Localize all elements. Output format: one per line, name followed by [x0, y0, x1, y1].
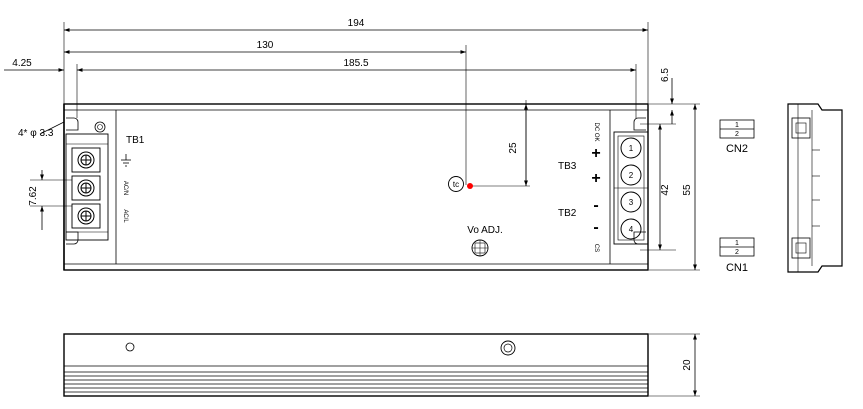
acl-label: AC/L: [122, 209, 128, 223]
dimension-labels: 194 130 185.5 4.25 6.5 25 42 55 7.62 20: [12, 18, 693, 371]
tc-label: tc: [453, 180, 459, 189]
plus-sign-2: +: [591, 170, 600, 187]
tc-measurement-point: [467, 183, 473, 189]
component-labels: 4* φ 3.3 TB1 AC/N AC/L tc Vo ADJ. TB3 TB…: [18, 122, 748, 274]
cn1-pin-1: 1: [735, 240, 739, 247]
top-view-dimensions: [4, 28, 697, 270]
dim-terminal-pitch: 7.62: [28, 186, 39, 206]
ground-icon: [121, 154, 131, 167]
tb1-label: TB1: [126, 135, 145, 146]
dim-top-offset: 6.5: [660, 68, 671, 82]
cn2-label: CN2: [726, 143, 748, 155]
dim-edge-offset: 4.25: [12, 58, 32, 69]
acn-label: AC/N: [122, 181, 128, 195]
dim-height: 20: [682, 359, 693, 371]
terminal-2-label: 2: [629, 171, 634, 180]
dim-tc-depth: 25: [508, 142, 519, 154]
dim-hole-span: 42: [660, 184, 671, 196]
cn1-label: CN1: [726, 262, 748, 274]
cs-label: CS: [593, 244, 599, 252]
plus-sign-1: +: [591, 145, 600, 162]
terminal-3-label: 3: [629, 198, 634, 207]
tb2-label: TB2: [558, 208, 577, 219]
tb3-label: TB3: [558, 161, 577, 172]
minus-sign-1: -: [593, 197, 598, 214]
vo-adj-label: Vo ADJ.: [467, 225, 503, 236]
top-view: [30, 22, 700, 271]
end-view: [787, 103, 843, 273]
cn1-connector: [719, 237, 755, 257]
dim-overall-length: 194: [348, 18, 365, 29]
side-view: [63, 333, 700, 397]
cn1-pin-2: 2: [735, 249, 739, 256]
cn2-pin-2: 2: [735, 131, 739, 138]
dc-ok-label: DC OK: [593, 122, 599, 141]
dim-width: 55: [682, 184, 693, 196]
terminal-4-label: 4: [629, 225, 634, 234]
holes-label: 4* φ 3.3: [18, 128, 54, 139]
dim-hole-spacing: 185.5: [343, 58, 368, 69]
cn2-pin-1: 1: [735, 122, 739, 129]
minus-sign-2: -: [593, 219, 598, 236]
terminal-1-label: 1: [629, 144, 634, 153]
cn2-connector: [719, 119, 755, 139]
dim-tc-offset: 130: [257, 40, 274, 51]
